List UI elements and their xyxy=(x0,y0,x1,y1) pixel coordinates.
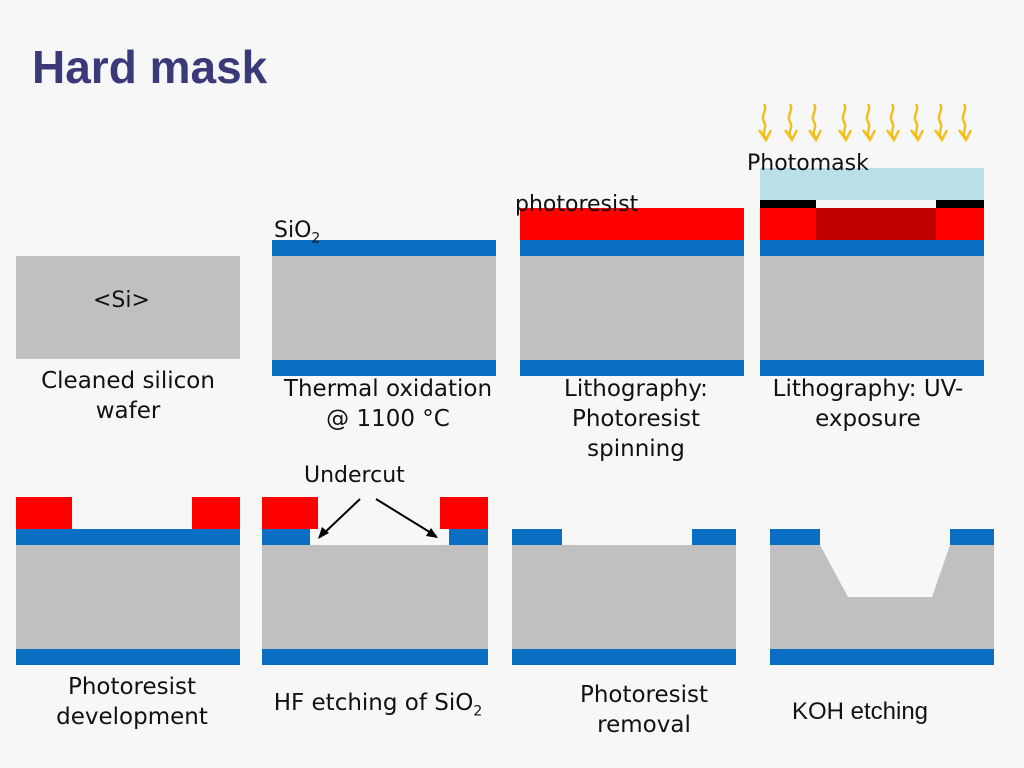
caption-line: development xyxy=(56,704,208,730)
caption-line: Photoresist xyxy=(579,682,709,708)
step4-diagram xyxy=(757,102,984,376)
photoresist-right xyxy=(192,497,240,529)
silicon-wafer xyxy=(262,545,488,649)
undercut-arrowhead-left xyxy=(318,527,329,539)
photomask-chrome-right xyxy=(936,200,984,208)
undercut-arrow-left xyxy=(319,498,361,538)
caption-step2: Thermal oxidation @ 1100 °C xyxy=(262,374,514,434)
photoresist-exposed xyxy=(816,208,936,240)
silicon-wafer xyxy=(520,256,744,360)
silicon-wafer xyxy=(16,545,240,649)
photoresist-left xyxy=(262,497,318,529)
sio2-top-layer xyxy=(16,529,240,545)
undercut-arrowhead-right xyxy=(426,528,438,538)
photoresist-right xyxy=(440,497,488,529)
etched-silicon xyxy=(770,545,994,649)
photoresist-unexposed-right xyxy=(936,208,984,240)
photomask-glass xyxy=(760,168,984,200)
silicon-wafer xyxy=(272,256,496,360)
sio2-top-layer xyxy=(520,240,744,256)
photoresist-label: photoresist xyxy=(515,192,639,217)
step6-diagram xyxy=(262,497,488,665)
caption-line: Lithography: xyxy=(564,376,708,402)
caption-line: Cleaned silicon xyxy=(41,368,215,394)
si-label: <Si> xyxy=(93,288,150,313)
sio2-left xyxy=(770,529,820,545)
sio2-bottom-layer xyxy=(770,649,994,665)
caption-line: Photoresist xyxy=(571,406,701,432)
silicon-wafer xyxy=(16,256,240,359)
photoresist-left xyxy=(16,497,72,529)
sio2-bottom-layer xyxy=(262,649,488,665)
photomask-label: Photomask xyxy=(747,151,869,176)
caption-line: exposure xyxy=(815,406,921,432)
step8-diagram xyxy=(770,529,994,665)
caption-line: Lithography: UV- xyxy=(772,376,964,402)
sio2-top-layer xyxy=(760,240,984,256)
photoresist-layer xyxy=(520,208,744,240)
caption-step1: Cleaned silicon wafer xyxy=(16,366,240,426)
step5-diagram xyxy=(16,497,240,665)
caption-line: Photoresist xyxy=(67,674,197,700)
sio2-top-layer xyxy=(272,240,496,256)
sio2-bottom-layer xyxy=(272,360,496,376)
photoresist-unexposed-left xyxy=(760,208,816,240)
sio2-right xyxy=(449,529,488,545)
caption-step5: Photoresist development xyxy=(16,672,248,732)
page-title: Hard mask xyxy=(32,41,268,93)
caption-step3: Lithography: Photoresist spinning xyxy=(520,374,752,464)
caption-line: wafer xyxy=(95,398,161,424)
step3-diagram xyxy=(520,208,744,376)
caption-subscript: 2 xyxy=(473,703,483,720)
silicon-wafer xyxy=(512,545,736,649)
undercut-label: Undercut xyxy=(304,463,405,488)
caption-line: Thermal oxidation xyxy=(283,376,493,402)
sio2-bottom-layer xyxy=(512,649,736,665)
step7-diagram xyxy=(512,529,736,665)
silicon-wafer xyxy=(760,256,984,360)
undercut-arrow-right xyxy=(375,498,437,537)
caption-line: KOH etching xyxy=(791,698,929,725)
caption-step4: Lithography: UV- exposure xyxy=(752,374,984,434)
sio2-right xyxy=(950,529,994,545)
caption-line: spinning xyxy=(587,436,685,462)
caption-step7: Photoresist removal xyxy=(530,680,758,740)
step2-diagram xyxy=(272,240,496,376)
sio2-label: SiO2 xyxy=(274,218,320,246)
sio2-left xyxy=(262,529,310,545)
step1-diagram xyxy=(16,256,240,359)
caption-line: @ 1100 °C xyxy=(326,406,450,432)
caption-line: removal xyxy=(597,712,691,738)
sio2-label-main: SiO xyxy=(274,218,312,243)
sio2-right xyxy=(692,529,736,545)
sio2-bottom-layer xyxy=(760,360,984,376)
caption-line: HF etching of SiO xyxy=(273,690,474,716)
caption-step6: HF etching of SiO2 xyxy=(252,688,504,727)
photomask-chrome-left xyxy=(760,200,816,208)
caption-step8: KOH etching xyxy=(760,697,960,727)
sio2-bottom-layer xyxy=(520,360,744,376)
sio2-bottom-layer xyxy=(16,649,240,665)
sio2-label-sub: 2 xyxy=(311,230,321,247)
sio2-left xyxy=(512,529,562,545)
uv-arrows xyxy=(757,102,973,142)
